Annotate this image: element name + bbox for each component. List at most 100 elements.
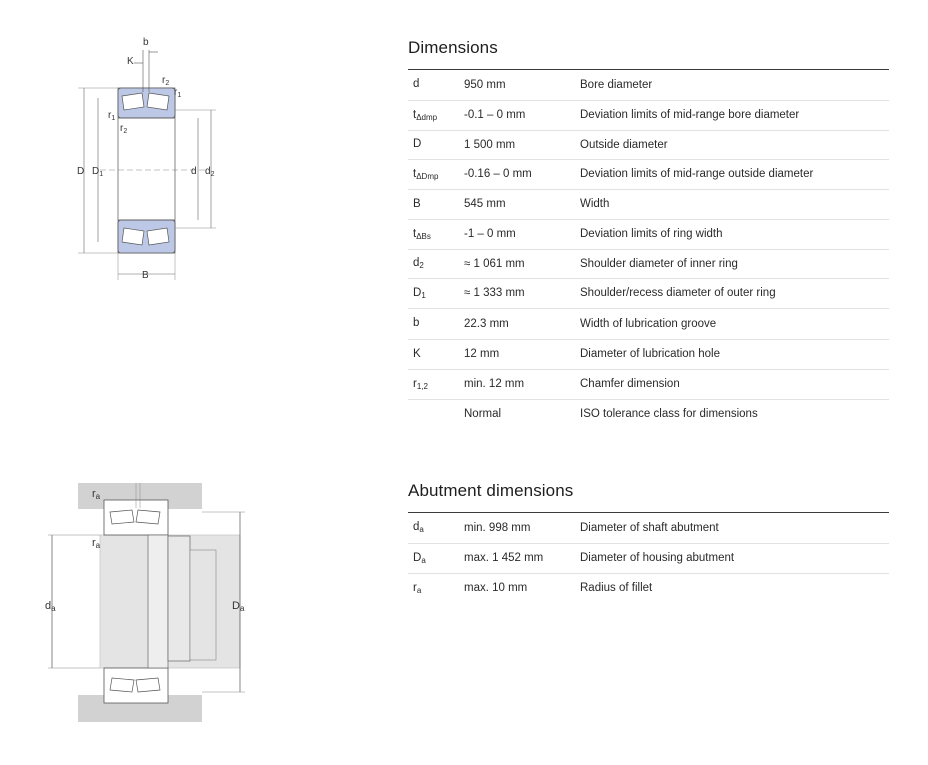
symbol-text: r [413, 377, 417, 390]
value-cell: min. 998 mm [464, 521, 531, 534]
value-cell: -1 – 0 mm [464, 228, 516, 240]
label-D1-sub: 1 [99, 171, 103, 178]
dimensions-divider [408, 69, 889, 70]
table-row: D 1 500 mm Outside diameter [408, 130, 889, 159]
svg-text:r1: r1 [108, 110, 115, 122]
label-r1-right: r [174, 87, 178, 98]
symbol-cell [408, 399, 464, 429]
dimensions-title: Dimensions [408, 38, 498, 57]
symbol-cell: Da [408, 543, 464, 573]
svg-text:D1: D1 [92, 166, 103, 178]
svg-text:ra: ra [92, 537, 101, 550]
abutment-dimension-diagram: ra ra da Da [40, 478, 260, 728]
svg-text:ra: ra [92, 488, 101, 501]
abutment-title: Abutment dimensions [408, 481, 574, 500]
label-ra-top-sub: a [96, 492, 101, 501]
description-cell: Diameter of housing abutment [580, 552, 735, 564]
label-Da: D [232, 600, 240, 612]
description-cell: Shoulder diameter of inner ring [580, 257, 738, 270]
table-row: r1,2 min. 12 mm Chamfer dimension [408, 369, 889, 399]
label-ra-top: r [92, 488, 96, 500]
label-B: B [142, 270, 149, 281]
table-row: da min. 998 mm Diameter of shaft abutment [408, 513, 889, 543]
svg-text:Da: Da [232, 600, 245, 613]
symbol-cell: b [408, 308, 464, 339]
label-K: K [127, 56, 134, 67]
label-b: b [143, 37, 149, 48]
label-r2-top-sub: 2 [165, 80, 169, 87]
description-cell: Deviation limits of mid-range outside di… [580, 168, 814, 180]
symbol-text: t [413, 227, 417, 240]
symbol-text: t [413, 167, 417, 180]
symbol-text: d [413, 521, 420, 534]
description-cell: Width [580, 198, 610, 210]
value-cell: -0.1 – 0 mm [464, 109, 526, 121]
svg-text:r2: r2 [120, 123, 127, 135]
value-cell: 22.3 mm [464, 317, 509, 330]
symbol-subscript: a [416, 585, 422, 595]
description-cell: Chamfer dimension [580, 378, 680, 390]
symbol-subscript: 2 [419, 261, 424, 270]
symbol-text: b [413, 317, 420, 329]
description-cell: Diameter of shaft abutment [580, 521, 719, 534]
description-cell: Deviation limits of mid-range bore diame… [580, 109, 800, 121]
symbol-text: B [413, 197, 421, 210]
abutment-cross-section-svg: ra ra da Da [45, 483, 245, 722]
symbol-cell: K [408, 339, 464, 369]
value-cell: max. 1 452 mm [464, 552, 544, 564]
label-r2-top: r [162, 75, 166, 86]
symbol-cell: tΔdmp [408, 100, 464, 130]
symbol-subscript: a [419, 525, 424, 535]
value-cell: -0.16 – 0 mm [464, 168, 532, 180]
description-cell: Deviation limits of ring width [580, 228, 723, 240]
bearing-dimension-diagram: b K r2 r1 r1 r2 D D1 d d2 B [70, 30, 230, 285]
value-cell: min. 12 mm [464, 378, 525, 390]
svg-text:r1: r1 [174, 87, 181, 99]
svg-text:d2: d2 [205, 166, 215, 178]
symbol-cell: D1 [408, 278, 464, 308]
description-cell: ISO tolerance class for dimensions [580, 408, 758, 421]
value-cell: Normal [464, 408, 502, 421]
description-cell: Radius of fillet [580, 582, 653, 595]
table-row: tΔDmp-0.16 – 0 mm Deviation limits of mid… [408, 159, 889, 189]
symbol-cell: tΔDmp [408, 159, 464, 189]
label-d2: d [205, 166, 211, 177]
table-row: B 545 mm Width [408, 189, 889, 219]
label-r2-left-sub: 2 [123, 128, 127, 135]
value-cell: 545 mm [464, 198, 506, 210]
symbol-text: d [413, 257, 420, 269]
label-d: d [191, 166, 197, 177]
bearing-cross-section-svg: b K r2 r1 r1 r2 D D1 d d2 B [77, 37, 216, 281]
symbol-subscript: Δdmp [416, 112, 438, 122]
label-r2-left: r [120, 123, 124, 134]
label-D: D [77, 166, 84, 177]
label-Da-sub: a [240, 604, 245, 613]
symbol-subscript: 1 [421, 290, 426, 300]
symbol-subscript: 1,2 [416, 381, 428, 391]
value-cell: ≈ 1 061 mm [464, 257, 525, 270]
description-cell: Outside diameter [580, 138, 668, 151]
label-r1-left: r [108, 110, 112, 121]
symbol-text: D [413, 286, 422, 299]
symbol-subscript: a [421, 555, 426, 565]
symbol-text: D [413, 138, 422, 150]
label-da: d [45, 600, 51, 612]
value-cell: 1 500 mm [464, 138, 516, 151]
description-cell: Diameter of lubrication hole [580, 348, 720, 360]
label-ra-mid: r [92, 537, 96, 549]
symbol-text: t [413, 108, 417, 121]
table-row: d2 ≈ 1 061 mm Shoulder diameter of inner r… [408, 249, 889, 278]
label-ra-mid-sub: a [96, 541, 101, 550]
symbol-text: r [413, 581, 417, 594]
svg-text:r2: r2 [162, 75, 169, 87]
svg-text:da: da [45, 600, 56, 613]
